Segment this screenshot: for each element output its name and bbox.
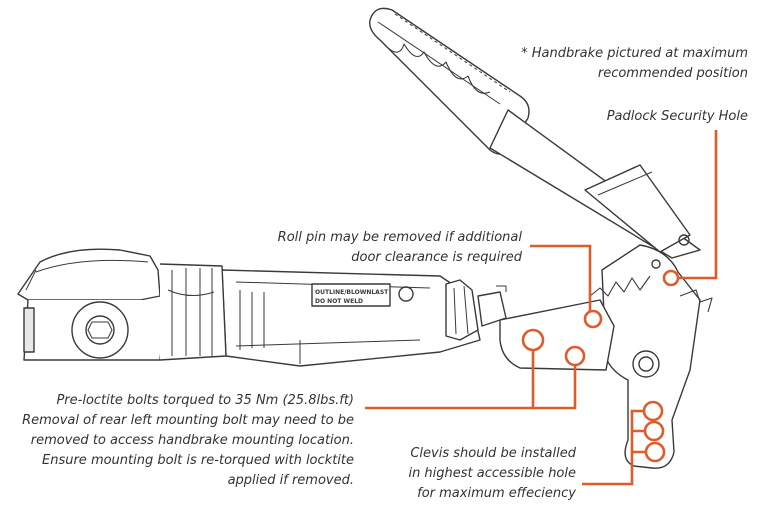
roll-pin-note: Roll pin may be removed if additional do… — [278, 228, 522, 268]
rear-reservoir-cap — [17, 248, 227, 361]
padlock-leader-line — [678, 130, 718, 280]
weld-warning-label-line2: DO NOT WELD — [315, 298, 363, 305]
clevis-note-line3: for maximum effeciency — [417, 486, 576, 501]
mounting-bolts-note-line4: Ensure mounting bolt is re-torqued with … — [42, 453, 354, 468]
lever-body-plate — [589, 244, 713, 469]
roll-pin-leader-line — [530, 244, 592, 312]
handbrake-position-note-line2: recommended position — [597, 66, 748, 81]
mounting-bolts-note: Pre-loctite bolts torqued to 35 Nm (25.8… — [22, 391, 354, 491]
clevis-note-line1: Clevis should be installed — [410, 446, 576, 461]
handbrake-position-note: * Handbrake pictured at maximum recommen… — [521, 44, 748, 84]
clevis-leader-line — [582, 409, 646, 486]
cylinder-body — [221, 269, 507, 367]
clevis-note: Clevis should be installed in highest ac… — [408, 444, 576, 504]
mounting-bolts-note-line2: Removal of rear left mounting bolt may n… — [22, 413, 354, 428]
callout-markers — [365, 130, 718, 486]
clevis-note-line2: in highest accessible hole — [408, 466, 576, 481]
bolts-leader-line — [365, 350, 577, 410]
mounting-bolts-note-line3: removed to access handbrake mounting loc… — [30, 433, 354, 448]
weld-warning-label-line1: OUTLINE/BLOWNLAST — [315, 289, 389, 296]
handbrake-assembly-drawing — [17, 7, 713, 469]
roll-pin-note-line1: Roll pin may be removed if additional — [277, 230, 522, 245]
padlock-security-hole-label: Padlock Security Hole — [607, 107, 748, 127]
handbrake-position-note-line1: * Handbrake pictured at maximum — [521, 46, 748, 61]
base-plate — [499, 299, 615, 371]
padlock-security-hole-text: Padlock Security Hole — [606, 109, 748, 124]
handbrake-handle — [369, 7, 701, 259]
mounting-bolts-note-line1: Pre-loctite bolts torqued to 35 Nm (25.8… — [56, 393, 354, 408]
mounting-bolts-note-line5: applied if removed. — [227, 473, 354, 488]
roll-pin-note-line2: door clearance is required — [351, 250, 522, 265]
roll-pin-marker — [583, 309, 603, 329]
